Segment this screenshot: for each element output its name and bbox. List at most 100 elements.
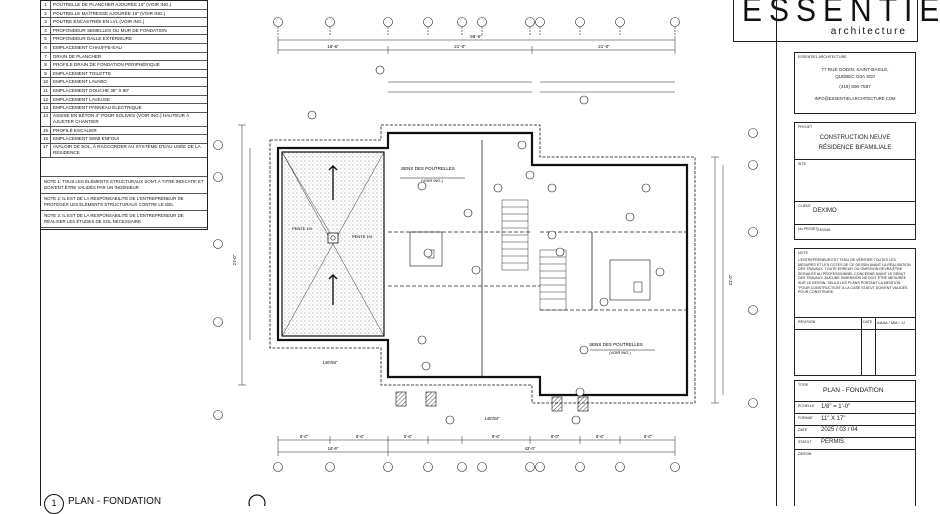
- grid-bubble-bottom: [477, 462, 487, 472]
- legend-row-number: 15: [41, 126, 51, 135]
- logo-brand: ESSENTIEL: [742, 0, 940, 29]
- grid-bubble-right: [748, 305, 758, 315]
- legend-row-number: 10: [41, 78, 51, 86]
- legend-row-number: 7: [41, 52, 51, 61]
- sheet-box: TITRE PLAN - FONDATION ÉCHELLE 1/8" = 1'…: [794, 380, 916, 506]
- legend-row-number: 17: [41, 143, 51, 157]
- format-label: FORMAT: [798, 416, 813, 420]
- grid-bubble-right: [748, 128, 758, 138]
- caption-bubble: 1: [44, 494, 64, 514]
- note-text: L'ENTREPRENEUR EST TENU DE VÉRIFIER TOUT…: [798, 258, 911, 295]
- grid-bubble-left: [213, 140, 223, 150]
- firm-box: ESSENTIEL ARCHITECTURE 77 RUE GODIN, SAI…: [794, 52, 916, 114]
- dim-top-3: 21'-0": [598, 44, 610, 49]
- scale-label: ÉCHELLE: [798, 404, 815, 408]
- scale-value: 1/8" = 1'-0": [821, 404, 851, 410]
- legend-notes: NOTE 1: TOUS LES ÉLÉMENTS STRUCTURAUX SO…: [41, 175, 207, 228]
- dim-bot-1: 8'-0": [300, 434, 309, 439]
- grid-bubble-bottom: [325, 462, 335, 472]
- grid-bubble-right: [748, 398, 758, 408]
- client-name: DEXIMO: [813, 208, 837, 214]
- site-label: SITE: [798, 162, 806, 166]
- dim-bot-5: 8'-0": [551, 434, 560, 439]
- foundation-plan: 58'-6" 16'-6" 21'-0" 21'-0" PENTE 1% PEN…: [213, 17, 758, 506]
- dim-bot-4: 9'-6": [492, 434, 501, 439]
- grid-bubble-bottom: [615, 462, 625, 472]
- grid-bubble-right: [748, 160, 758, 170]
- sheet-border-left: [40, 230, 41, 506]
- legend-row-number: 14: [41, 112, 51, 126]
- grid-bubble: [477, 17, 487, 27]
- legend-row-text: PROFILÉ ESCALIER: [53, 127, 97, 133]
- sheet-date-label: DATE: [798, 428, 808, 432]
- grid-bubble: [457, 17, 467, 27]
- legend-row-text: POUTRELLE MAÎTRESSE AJOURÉE 16" (VOIR IN…: [53, 10, 166, 16]
- legend-row-number: 16: [41, 135, 51, 143]
- grid-bubble-right: [748, 227, 758, 237]
- grid-bubble-left: [213, 172, 223, 182]
- legend-row-text: AVALOIR DE SOL, À RACCORDER AU SYSTÈME D…: [53, 143, 201, 156]
- overall-dim: 58'-6": [470, 34, 482, 39]
- legend-row-text: EMPLACEMENT CHAUFFE-EAU: [53, 44, 122, 50]
- plan-caption: PLAN - FONDATION: [68, 496, 162, 507]
- grid-bubble-bottom: [575, 462, 585, 472]
- firm-logo: ESSENTIEL architecture: [733, 0, 940, 42]
- grid-bubble: [423, 17, 433, 27]
- logo-subtitle: architecture: [830, 26, 907, 37]
- status-value: PERMIS: [821, 439, 845, 445]
- legend-row-text: POUTRE ENCASTRÉE EN LVL (VOIR ING.): [53, 19, 145, 25]
- legend-row-text: PROFONDEUR DALLE EXTÉRIEURE: [53, 36, 133, 42]
- interior-beams: [388, 140, 687, 377]
- grid-bubble: [525, 17, 535, 27]
- legend-row-text: EMPLACEMENT PANNEAU ÉLECTRIQUE: [53, 105, 142, 111]
- pente-right: PENTE 1%: [352, 234, 373, 239]
- client-label: CLIENT: [798, 204, 811, 208]
- side-dimensions: [238, 124, 724, 404]
- legend-row-number: 3: [41, 18, 51, 26]
- format-value: 11" X 17": [821, 416, 846, 422]
- piers: [395, 391, 589, 412]
- legend-row-number: 9: [41, 69, 51, 78]
- sheet-date: 2025 / 03 / 04: [821, 427, 858, 433]
- grid-bubble-bottom: [535, 462, 545, 472]
- grid-bubble-bottom: [525, 462, 535, 472]
- project-box: PROJET CONSTRUCTION NEUVE RÉSIDENCE BIFA…: [794, 122, 916, 240]
- dim-bot2-2: 42'-0": [525, 446, 536, 451]
- legend-row-text: DRAIN DE PLANCHER: [53, 53, 102, 59]
- grid-bubble: [615, 17, 625, 27]
- foundation-walls: [276, 131, 689, 397]
- bottom-dimensions: [277, 436, 676, 456]
- dim-bot-3: 5'-6": [404, 434, 413, 439]
- grid-bubble: [383, 17, 393, 27]
- legend-row-text: POUTRELLE DE PLANCHER AJOURÉE 16" (VOIR …: [53, 2, 172, 7]
- legend-row-text: EMPLACEMENT DOUCHE 36" X 60": [53, 87, 130, 93]
- legend-row-number: 1: [41, 1, 51, 9]
- grid-bubble-left: [213, 410, 223, 420]
- dim-top-2: 21'-0": [454, 44, 466, 49]
- grid-bubble-bottom: [457, 462, 467, 472]
- slab-note: 140'/84": [484, 416, 500, 421]
- note-box: NOTE L'ENTREPRENEUR EST TENU DE VÉRIFIER…: [794, 248, 916, 376]
- legend-row-number: 6: [41, 43, 51, 52]
- slab-note-left: 140'/84": [322, 360, 338, 365]
- title-block: ESSENTIEL ARCHITECTURE 77 RUE GODIN, SAI…: [790, 0, 920, 506]
- grid-right: [213, 128, 758, 420]
- grid-bubble-left: [213, 317, 223, 327]
- pente-left: PENTE 1%: [292, 226, 313, 231]
- bathroom: [609, 259, 651, 301]
- footing-outline: [269, 124, 696, 404]
- legend-note: NOTE 2: IL EST DE LA RESPONSABILITÉ DE L…: [41, 194, 207, 211]
- slope-arrow-down: [328, 274, 338, 305]
- revision-label: RÉVISION: [798, 320, 816, 324]
- dim-left: 21'-0": [232, 254, 237, 265]
